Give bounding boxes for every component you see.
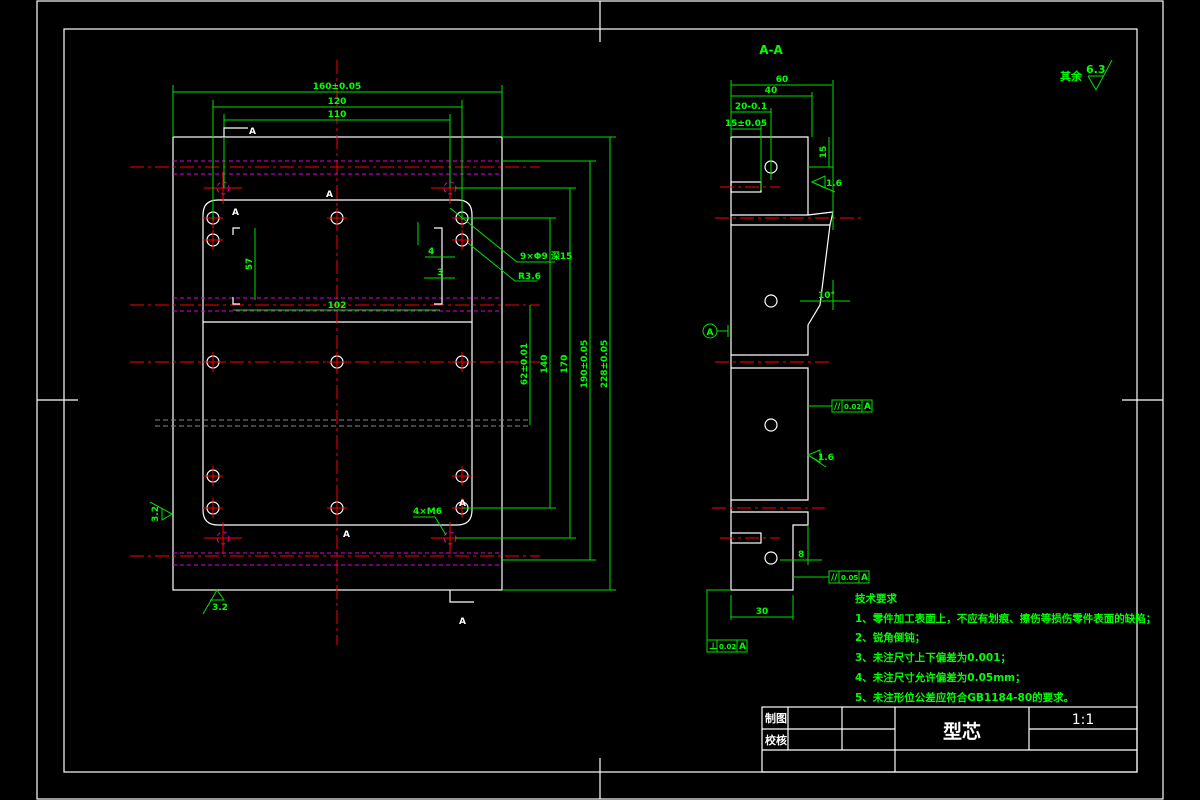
dim-190: 190±0.05 (580, 340, 590, 389)
svg-text:A: A (707, 328, 714, 338)
part-name: 型芯 (943, 720, 981, 743)
svg-text:1.6: 1.6 (818, 453, 834, 463)
pocket-outline (202, 199, 473, 526)
svg-text:A: A (249, 127, 256, 137)
svg-text:40: 40 (765, 86, 778, 96)
svg-text:A: A (232, 208, 239, 218)
requirement-item: 2、锐角倒钝； (855, 631, 925, 644)
svg-text:A: A (326, 190, 333, 200)
dim-160: 160±0.05 (313, 82, 362, 92)
svg-text:15±0.05: 15±0.05 (725, 119, 767, 129)
slot-detail: 4 3 (232, 222, 455, 305)
dim-140: 140 (540, 355, 550, 374)
svg-text:3.2: 3.2 (151, 506, 161, 522)
svg-text:1.6: 1.6 (826, 179, 842, 189)
title-block: 制图 校核 型芯 1:1 (761, 706, 1138, 773)
plan-view: 160±0.05 120 110 102 228±0.05 190±0.05 1… (130, 60, 616, 645)
requirement-item: 1、零件加工表面上，不应有划痕、擦伤等损伤零件表面的缺陷； (855, 612, 1156, 625)
svg-text:A: A (459, 617, 466, 627)
tolerance-value: 0.02 (844, 403, 861, 411)
tolerance-symbol: // (831, 573, 838, 583)
tolerance-symbol: ⊥ (709, 642, 717, 652)
tolerance-datum: A (739, 642, 746, 652)
tolerance-value: 0.02 (719, 643, 736, 651)
dim-110: 110 (328, 110, 347, 120)
svg-text:30: 30 (756, 607, 769, 617)
dim-120: 120 (328, 97, 347, 107)
requirement-item: 5、未注形位公差应符合GB1184-80的要求。 (855, 691, 1074, 704)
section-cut-marks: A A A A A A (223, 127, 474, 627)
horizontal-dimensions: 160±0.05 120 110 102 (172, 82, 503, 311)
svg-text:15: 15 (819, 146, 829, 159)
svg-text:A: A (459, 499, 466, 509)
drawing-frame (36, 0, 1164, 800)
vertical-dimensions: 228±0.05 190±0.05 170 140 62±0.01 57 (245, 136, 616, 591)
tap-callout: 4×M6 (413, 507, 442, 517)
dim-228: 228±0.05 (600, 340, 610, 389)
technical-requirements: 技术要求 1、零件加工表面上，不应有划痕、擦伤等损伤零件表面的缺陷； 2、锐角倒… (855, 592, 1156, 704)
dim-62: 62±0.01 (520, 343, 530, 385)
hole-spec-callout: 9×Φ9 深15 (520, 250, 572, 262)
tolerance-frame (706, 639, 748, 653)
dim-slot-3: 3 (437, 268, 443, 278)
requirement-item: 4、未注尺寸允许偏差为0.05mm； (855, 671, 1026, 684)
svg-text:其余: 其余 (1060, 69, 1083, 83)
hole-callouts: 9×Φ9 深15 R3.6 4×M6 (413, 207, 572, 536)
svg-text:10°: 10° (818, 291, 835, 301)
tolerance-datum: A (864, 402, 871, 412)
tolerance-value: 0.05 (841, 574, 858, 582)
scale: 1:1 (1072, 712, 1095, 728)
datum-a: A (702, 323, 729, 339)
section-view: A-A 60 40 20-0.1 15±0.05 15 30 8 10° (702, 43, 873, 653)
section-dimensions: 60 40 20-0.1 15±0.05 15 30 8 10° 1.6 1.6 (725, 75, 850, 620)
surface-roughness-note: 其余 6.3 (1060, 59, 1113, 92)
dim-170: 170 (560, 355, 570, 374)
svg-text:3.2: 3.2 (212, 603, 228, 613)
requirements-title: 技术要求 (855, 592, 897, 605)
svg-text:60: 60 (776, 75, 789, 85)
section-title: A-A (759, 43, 783, 57)
radius-callout: R3.6 (518, 272, 541, 282)
svg-text:8: 8 (798, 550, 804, 560)
svg-text:6.3: 6.3 (1086, 63, 1106, 76)
svg-text:A: A (343, 530, 350, 540)
drawn-by-label: 制图 (765, 711, 787, 725)
svg-text:20-0.1: 20-0.1 (735, 102, 767, 112)
requirement-item: 3、未注尺寸上下偏差为0.001； (855, 651, 1011, 664)
dim-57: 57 (245, 258, 255, 271)
roughness-symbols: 3.2 3.2 (149, 501, 228, 615)
tolerance-datum: A (861, 573, 868, 583)
tolerance-symbol: // (834, 402, 841, 412)
checked-by-label: 校核 (765, 733, 787, 747)
dim-102: 102 (328, 301, 347, 311)
dim-slot-4: 4 (428, 247, 434, 257)
